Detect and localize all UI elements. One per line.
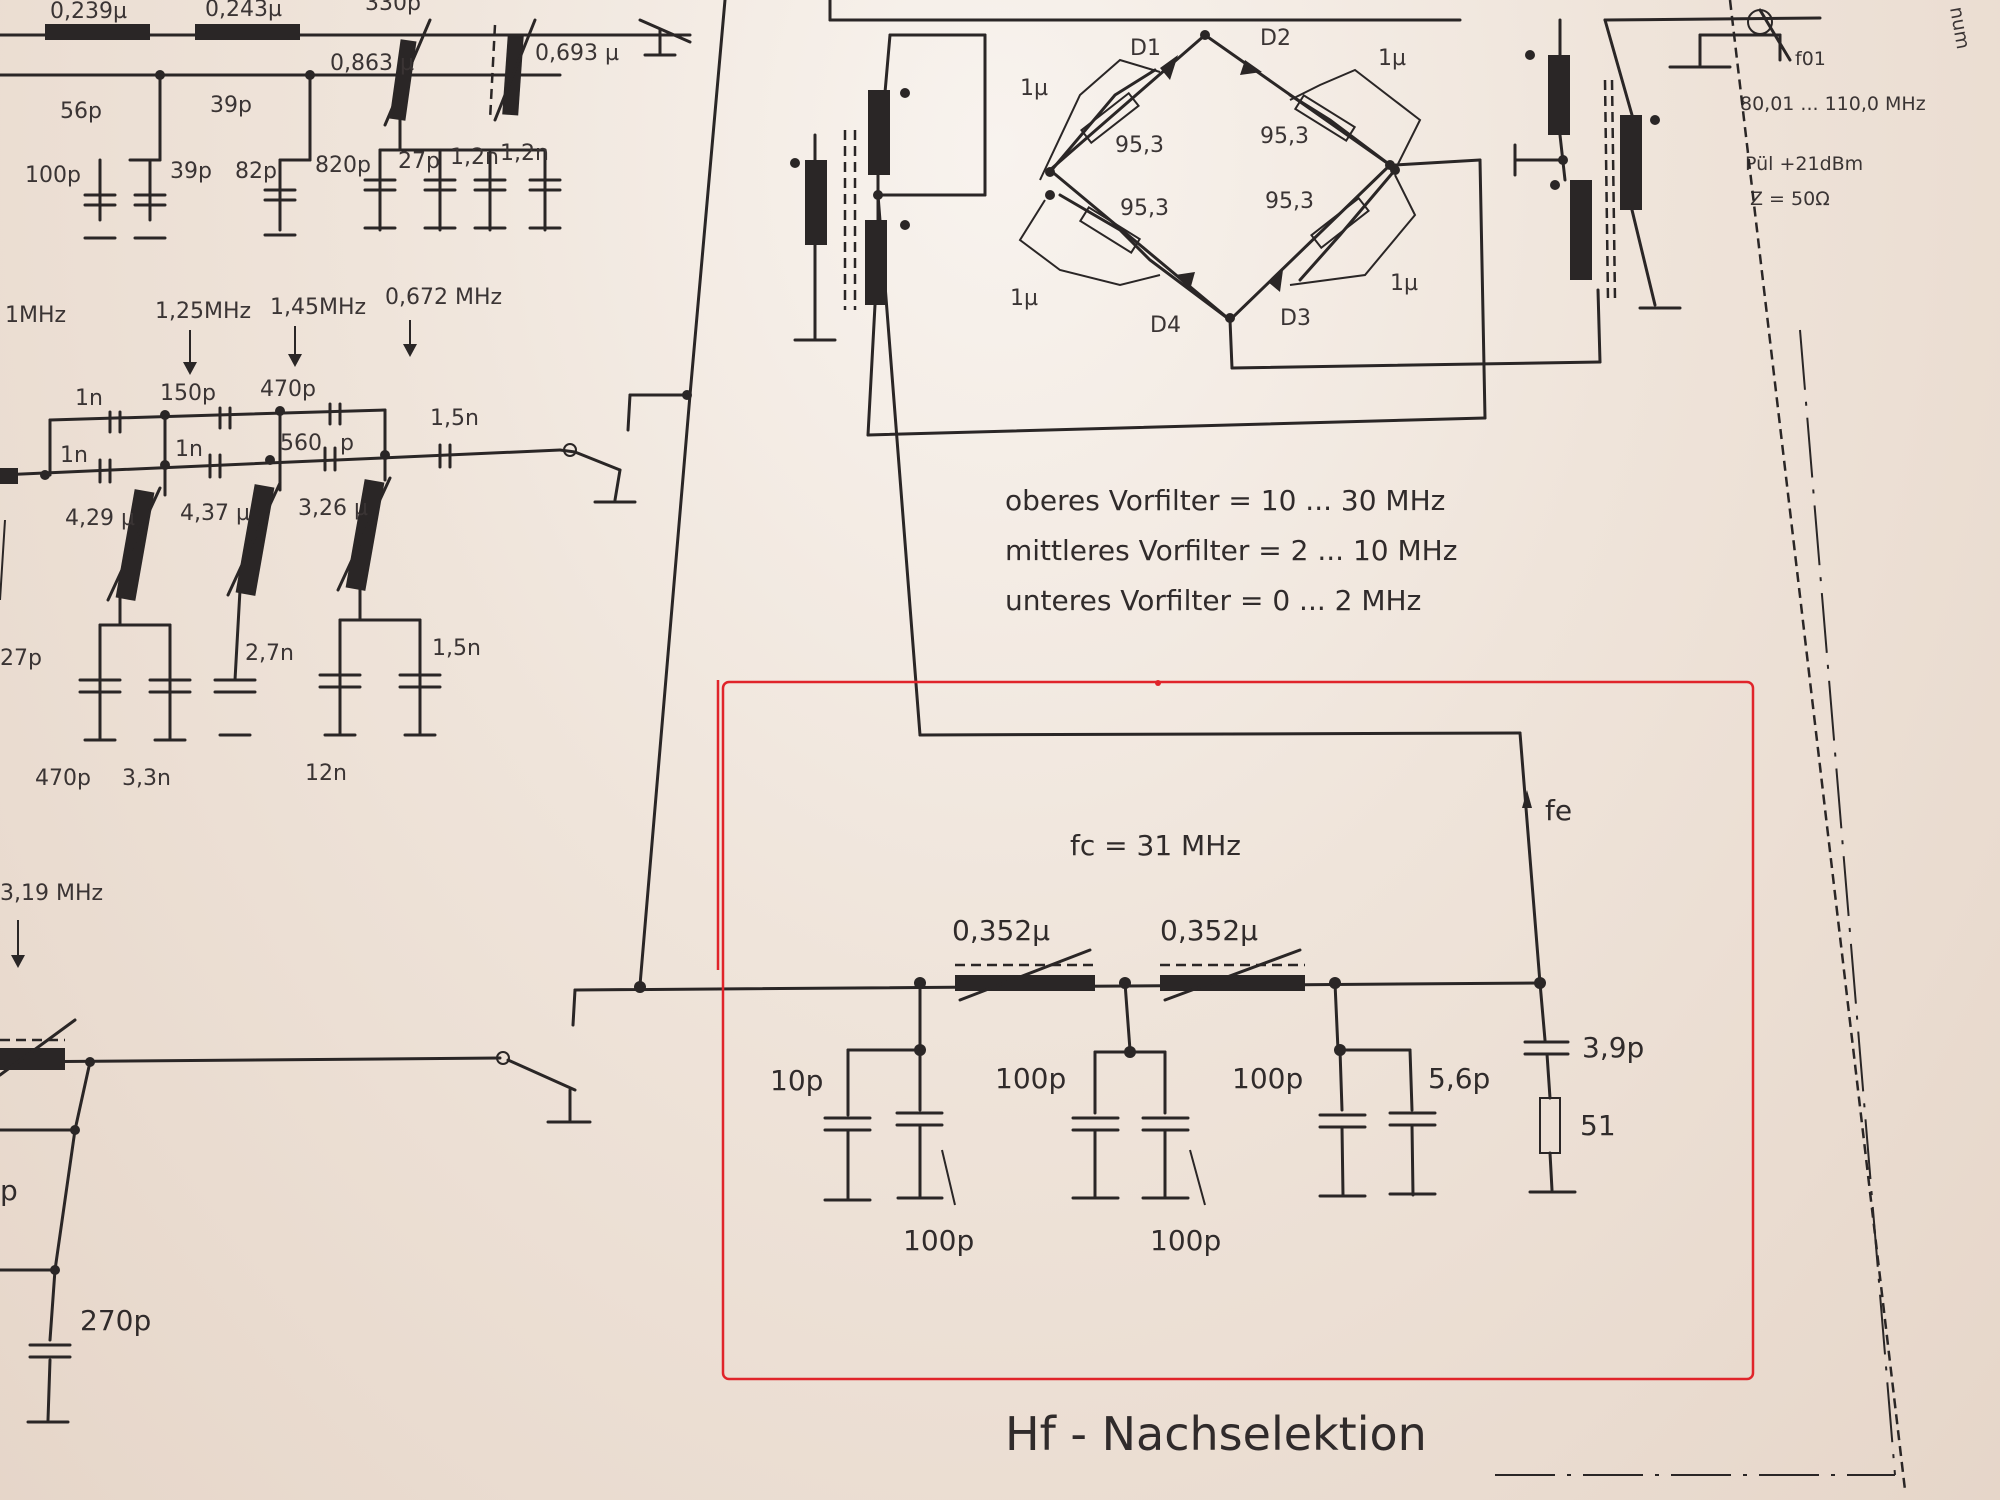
res-95-3-d: 95,3 [1265, 189, 1314, 214]
label-0-239: 0,239µ [50, 0, 127, 24]
low-filter-section: 3,19 MHz 270p p [0, 881, 592, 1424]
inductor-0-352-b [1160, 975, 1305, 991]
cap-1-5n-a: 1,5n [430, 406, 479, 431]
cap-150p: 150p [160, 381, 216, 406]
mixer-section: D1 D2 D3 D4 95,3 95,3 95,3 95,3 1µ 1µ 1µ… [790, 0, 1602, 737]
label-39p-b: 39p [170, 159, 212, 184]
freq-1-25mhz: 1,25MHz [155, 299, 251, 324]
cap-1-5n-b: 1,5n [432, 636, 481, 661]
cap-10p: 10p [770, 1064, 823, 1097]
freq-1-45mhz: 1,45MHz [270, 295, 366, 320]
label-27p: 27p [398, 149, 440, 174]
freq-1mhz: 1MHz [5, 303, 66, 328]
cap-1u-a: 1µ [1020, 76, 1048, 101]
cap-2-7n: 2,7n [245, 641, 294, 666]
highlight-dot [1155, 680, 1161, 686]
inductor-0-243 [195, 24, 300, 40]
note-lower: unteres Vorfilter = 0 ... 2 MHz [1005, 584, 1421, 617]
ind-4-29: 4,29 µ [65, 506, 135, 531]
note-middle: mittleres Vorfilter = 2 ... 10 MHz [1005, 534, 1457, 567]
cap-100p-b: 100p [995, 1062, 1066, 1095]
cap-1n-a: 1n [75, 386, 103, 411]
cap-5-6p: 5,6p [1428, 1062, 1490, 1095]
ind-label-b: 0,352µ [1160, 914, 1258, 947]
label-820p: 820p [315, 153, 371, 178]
ind-3-26: 3,26 µ [298, 496, 368, 521]
label-39p-a: 39p [210, 93, 252, 118]
cap-1n-b: 1n [60, 443, 88, 468]
cap-3-9p: 3,9p [1582, 1031, 1644, 1064]
label-0-863: 0,863 µ [330, 51, 414, 76]
ind-label-a: 0,352µ [952, 914, 1050, 947]
diode-d1: D1 [1130, 36, 1161, 61]
fe-label: fe [1545, 794, 1572, 827]
freq-3-19mhz: 3,19 MHz [0, 881, 103, 906]
page-border [1495, 0, 1907, 1491]
prefilter-notes: oberes Vorfilter = 10 ... 30 MHz mittler… [1005, 484, 1457, 617]
top-filter-section: 0,239µ 0,243µ 0,863 µ 0,693 µ 56p 39p 10… [0, 0, 692, 240]
res-95-3-b: 95,3 [1260, 124, 1309, 149]
osc-power: Pül +21dBm [1745, 153, 1863, 175]
inductor-0-352-a [955, 975, 1095, 991]
cap-100p-d: 100p [1232, 1062, 1303, 1095]
edge-text: num [1945, 5, 1974, 51]
cap-12n: 12n [305, 761, 347, 786]
cap-470p: 470p [260, 377, 316, 402]
cap-1u-c: 1µ [1010, 286, 1038, 311]
cap-1u-b: 1µ [1378, 46, 1406, 71]
ind-4-37: 4,37 µ [180, 501, 250, 526]
label-100p: 100p [25, 163, 81, 188]
cap-470p-b: 470p [35, 766, 91, 791]
label-1-2n-b: 1,2n [500, 141, 549, 166]
cap-270p: 270p [80, 1304, 151, 1337]
diode-d4: D4 [1150, 313, 1181, 338]
label-330p: 330p [365, 0, 421, 16]
label-82p: 82p [235, 159, 277, 184]
osc-freq: 80,01 ... 110,0 MHz [1740, 93, 1926, 115]
osc-impedance: Z = 50Ω [1750, 188, 1830, 210]
fc-label: fc = 31 MHz [1070, 829, 1241, 862]
cap-100p-a: 100p [903, 1224, 974, 1257]
res-95-3-c: 95,3 [1120, 196, 1169, 221]
osc-label-f01: f01 [1795, 48, 1826, 70]
cap-1n-c: 1n [175, 437, 203, 462]
cap-100p-c: 100p [1150, 1224, 1221, 1257]
cap-27p: 27p [0, 646, 42, 671]
cap-1u-d: 1µ [1390, 271, 1418, 296]
cap-p-left: p [0, 1174, 18, 1207]
oscillator-section: f01 80,01 ... 110,0 MHz Pül +21dBm Z = 5… [1513, 5, 1974, 310]
label-1-2n-a: 1,2n [450, 145, 499, 170]
note-upper: oberes Vorfilter = 10 ... 30 MHz [1005, 484, 1445, 517]
label-56p: 56p [60, 99, 102, 124]
res-51: 51 [1580, 1109, 1616, 1142]
label-0-693: 0,693 µ [535, 41, 619, 66]
res-95-3-a: 95,3 [1115, 133, 1164, 158]
cap-560: 560 [280, 431, 322, 456]
cap-3-3n: 3,3n [122, 766, 171, 791]
inductor-0-239 [45, 24, 150, 40]
freq-0-672mhz: 0,672 MHz [385, 285, 502, 310]
diode-d3: D3 [1280, 306, 1311, 331]
highlight-box [721, 680, 1755, 1381]
mid-filter-section: 1MHz 1,25MHz 1,45MHz 0,672 MHz [0, 285, 637, 791]
postselection-section: fc = 31 MHz fe 0,352µ 0,352µ 10p 100p 10… [770, 731, 1644, 1257]
diode-d2: D2 [1260, 26, 1291, 51]
label-0-243: 0,243µ [205, 0, 282, 22]
page-title: Hf - Nachselektion [1005, 1407, 1427, 1461]
cap-560-p: p [340, 431, 354, 456]
